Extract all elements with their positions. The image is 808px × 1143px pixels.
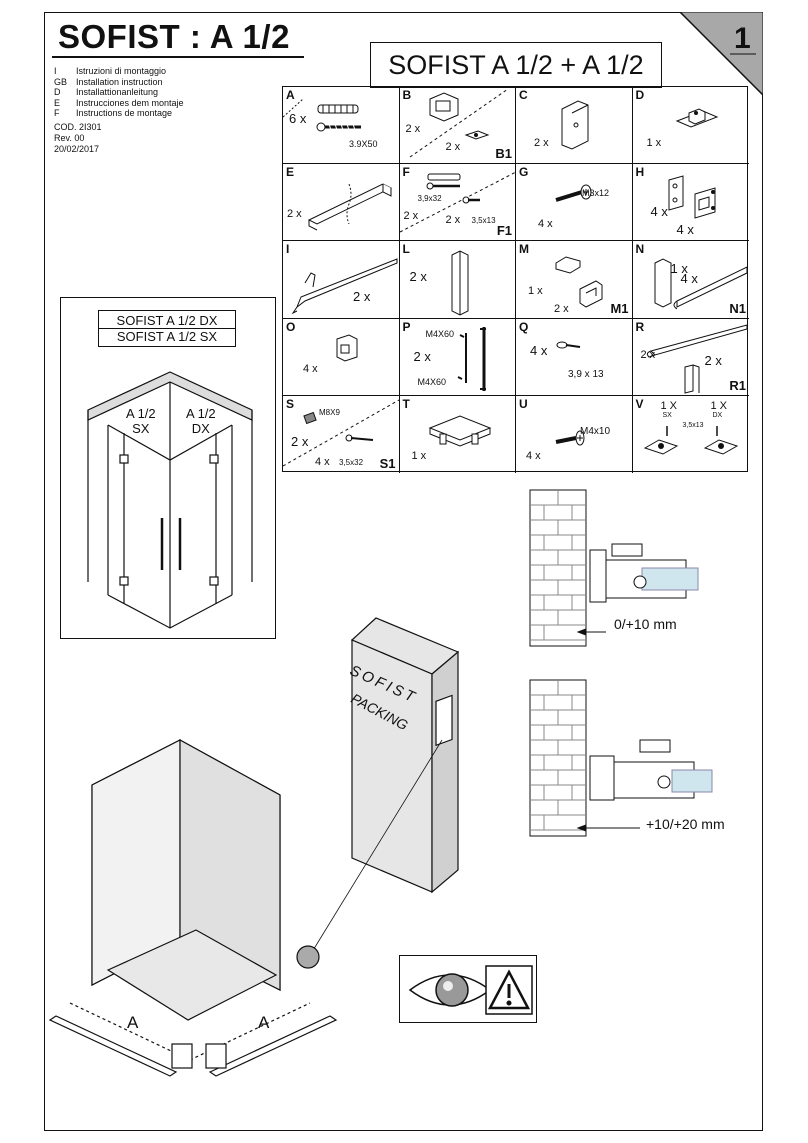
bracket-icon bbox=[409, 88, 508, 158]
seal-profile-icon bbox=[646, 323, 747, 394]
floor-dimension-a-left: A bbox=[127, 1013, 139, 1032]
document-title: SOFIST : A 1/2 bbox=[58, 18, 290, 55]
part-cell-i: I 2 x bbox=[283, 241, 400, 319]
page-number: 1 bbox=[734, 22, 751, 55]
door-label-left: A 1/2 SX bbox=[126, 406, 156, 436]
parts-grid: A 6 x 3.9X50 B 2 x 2 x B1 C bbox=[282, 86, 750, 473]
part-cell-t: T 1 x bbox=[400, 395, 516, 473]
screw-m3-icon bbox=[555, 184, 592, 203]
part-cell-c: C 2 x bbox=[516, 87, 633, 165]
adjustment-range-1: 0/+10 mm bbox=[614, 616, 677, 632]
part-cell-v: V 1 X 1 X SX DX 3,5x13 bbox=[633, 396, 750, 473]
handle-icon bbox=[457, 326, 486, 391]
grub-screw-icon bbox=[283, 399, 399, 467]
model-variant-panel bbox=[60, 297, 276, 639]
screw-kit-icon bbox=[399, 171, 516, 233]
part-cell-o: O 4 x bbox=[283, 318, 400, 396]
part-cell-h: H 4 x 4 x bbox=[632, 164, 749, 242]
part-cell-f: F 3,9x32 2 x 2 x 3,5x13 F1 bbox=[399, 164, 516, 242]
part-cell-q: Q 4 x 3,9 x 13 bbox=[516, 318, 633, 396]
part-cell-b: B 2 x 2 x B1 bbox=[399, 87, 516, 165]
part-cell-a: A 6 x 3.9X50 bbox=[283, 87, 400, 165]
wall-profile-icon bbox=[307, 183, 393, 231]
part-cell-e: E 2 x bbox=[283, 164, 400, 242]
door-label-right: A 1/2 DX bbox=[186, 406, 216, 436]
document-date: 20/02/2017 bbox=[54, 144, 100, 154]
document-meta: COD. 2I301 Rev. 00 20/02/2017 bbox=[54, 122, 102, 155]
model-combination-label: SOFIST A 1/2 + A 1/2 bbox=[370, 42, 662, 88]
seal-strip-icon bbox=[291, 258, 398, 315]
corner-connector-icon bbox=[555, 256, 603, 308]
part-cell-d: D 1 x bbox=[632, 87, 749, 165]
magnetic-profile-icon bbox=[654, 258, 747, 310]
revision: Rev. 00 bbox=[54, 133, 85, 143]
part-cell-p: P M4X60 2 x M4X60 bbox=[399, 318, 516, 396]
screw-plug-icon bbox=[283, 98, 361, 132]
model-variant-labels: SOFIST A 1/2 DX SOFIST A 1/2 SX bbox=[98, 310, 236, 347]
part-cell-n: N 1 x 4 x N1 bbox=[632, 241, 749, 319]
corner-bracket-icon bbox=[428, 415, 491, 447]
screw-q-icon bbox=[556, 341, 581, 349]
floor-dimension-a-right: A bbox=[258, 1013, 270, 1032]
clip-icon bbox=[336, 334, 358, 362]
hinge-plate-icon bbox=[675, 108, 718, 128]
part-cell-s: S M8X9 2 x 4 x 3,5x32 S1 bbox=[283, 395, 400, 473]
pivot-plate-icon bbox=[643, 425, 738, 455]
page-frame bbox=[44, 12, 763, 1131]
product-code: COD. 2I301 bbox=[54, 122, 102, 132]
part-cell-u: U M4x10 4 x bbox=[516, 395, 633, 473]
adjustment-range-2: +10/+20 mm bbox=[646, 816, 725, 832]
screw-m4-icon bbox=[555, 430, 585, 446]
warning-box bbox=[399, 955, 537, 1023]
part-cell-l: L 2 x bbox=[399, 241, 516, 319]
vertical-profile-icon bbox=[451, 250, 468, 316]
part-cell-m: M 1 x 2 x M1 bbox=[516, 241, 633, 319]
part-cell-r: R 2 x 2 x R1 bbox=[632, 319, 749, 396]
mounting-plate-icon bbox=[668, 175, 715, 219]
page-corner-tab bbox=[680, 12, 763, 95]
part-cell-g: G M3x12 4 x bbox=[516, 164, 633, 242]
clamp-icon bbox=[561, 100, 589, 150]
title-underline bbox=[52, 56, 304, 58]
